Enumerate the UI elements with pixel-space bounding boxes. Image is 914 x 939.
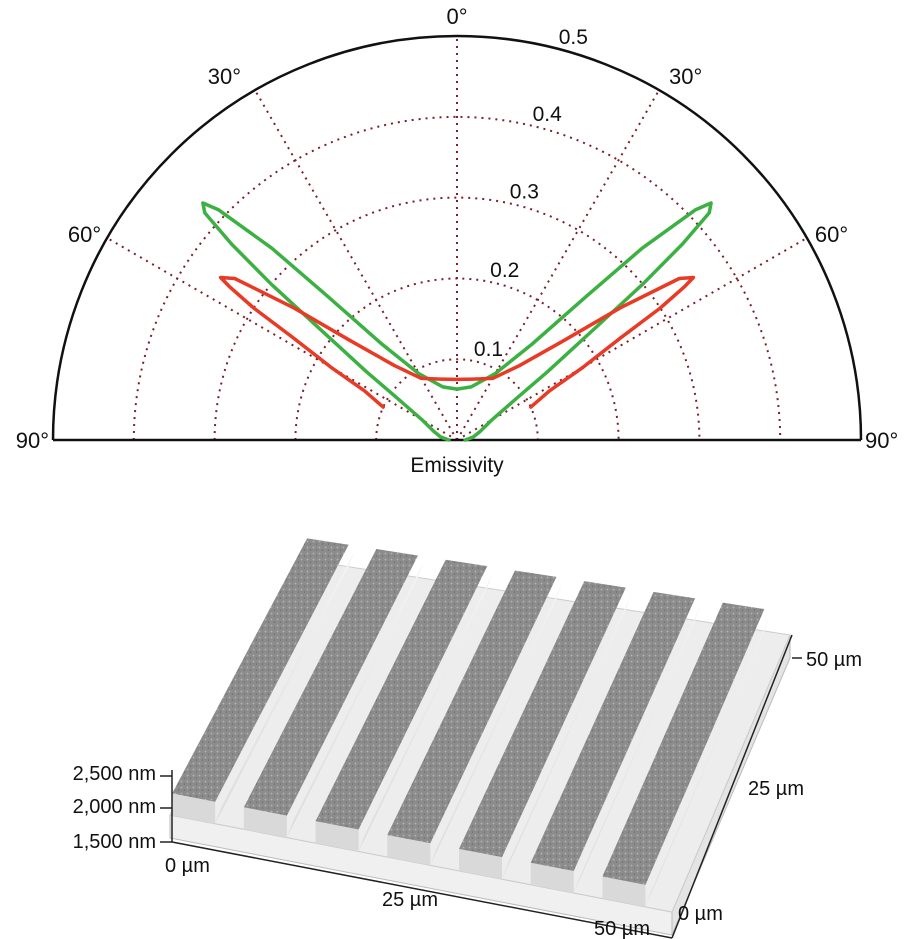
ridge-top bbox=[602, 602, 765, 885]
polar-grid bbox=[51, 34, 863, 442]
angular-grid-spoke bbox=[456, 237, 808, 441]
radial-tick-label: 0.3 bbox=[510, 181, 539, 204]
ridge-top bbox=[459, 581, 626, 858]
ridge-top bbox=[243, 549, 418, 816]
radial-tick-label: 0.1 bbox=[474, 338, 503, 361]
ridge-top bbox=[530, 591, 696, 872]
y-label-0: 0 µm bbox=[678, 903, 723, 925]
ridge-wall bbox=[502, 593, 632, 880]
ridge-front bbox=[243, 807, 287, 838]
y-label-25: 25 µm bbox=[748, 778, 804, 800]
series-line-2 bbox=[218, 275, 696, 409]
ridge-top bbox=[387, 570, 557, 844]
angle-tick-label: 30° bbox=[208, 64, 241, 89]
angle-tick-label: 90° bbox=[16, 428, 49, 453]
x-label-50: 50 µm bbox=[594, 918, 650, 939]
z-label-2500: 2,500 nm bbox=[73, 763, 156, 785]
angle-tick-label: 90° bbox=[865, 428, 898, 453]
x-label-25: 25 µm bbox=[382, 889, 438, 911]
ridge-wall bbox=[645, 615, 771, 907]
ridge-top bbox=[172, 538, 349, 802]
radial-tick-label: 0.4 bbox=[533, 103, 563, 126]
ridge-wall bbox=[430, 582, 563, 866]
angle-tick-label: 30° bbox=[669, 64, 702, 89]
ridge-wall bbox=[286, 561, 424, 838]
angular-grid-spoke bbox=[254, 89, 458, 441]
ridge-wall bbox=[573, 604, 702, 894]
z-label-1500: 1,500 nm bbox=[73, 831, 156, 853]
polar-radial-labels: 0.1 0.2 0.3 0.4 0.5 bbox=[474, 26, 588, 361]
ridge-front bbox=[315, 821, 359, 852]
angle-tick-label: 60° bbox=[68, 222, 101, 247]
angular-grid-spoke bbox=[456, 89, 660, 441]
radial-grid-circle bbox=[132, 115, 782, 441]
angular-grid-spoke bbox=[106, 237, 458, 441]
polar-axis-label: Emissivity bbox=[410, 454, 504, 477]
surface-ridges bbox=[172, 538, 771, 907]
ridge-wall bbox=[215, 550, 355, 824]
x-label-0: 0 µm bbox=[165, 855, 210, 877]
ridge-wall bbox=[358, 572, 494, 852]
y-axis-line bbox=[671, 634, 793, 939]
outer-circle bbox=[51, 34, 863, 441]
radial-grid-circle bbox=[375, 358, 539, 441]
polar-series bbox=[201, 201, 713, 442]
surface-plot: 2,500 nm 2,000 nm 1,500 nm 0 µm 25 µm 50… bbox=[73, 538, 862, 939]
polar-angle-labels: 0° 30° 30° 60° 60° 90° 90° bbox=[16, 4, 899, 453]
z-label-2000: 2,000 nm bbox=[73, 796, 156, 818]
polar-chart: 0° 30° 30° 60° 60° 90° 90° 0.1 0.2 0.3 0.4 0.5 Emi… bbox=[16, 4, 899, 477]
ridge-front bbox=[459, 848, 503, 880]
ridge-front bbox=[387, 834, 431, 866]
ridge-top bbox=[315, 559, 488, 830]
angle-tick-label: 60° bbox=[815, 222, 848, 247]
ridge-front bbox=[172, 793, 216, 824]
ridge-front bbox=[602, 876, 646, 907]
y-label-50: 50 µm bbox=[806, 649, 862, 671]
ridge-front bbox=[530, 862, 574, 894]
x-axis-line bbox=[171, 841, 673, 939]
angle-tick-label: 0° bbox=[446, 4, 467, 29]
radial-tick-label: 0.5 bbox=[559, 26, 588, 49]
radial-tick-label: 0.2 bbox=[490, 259, 519, 282]
series-line-1 bbox=[201, 201, 713, 442]
